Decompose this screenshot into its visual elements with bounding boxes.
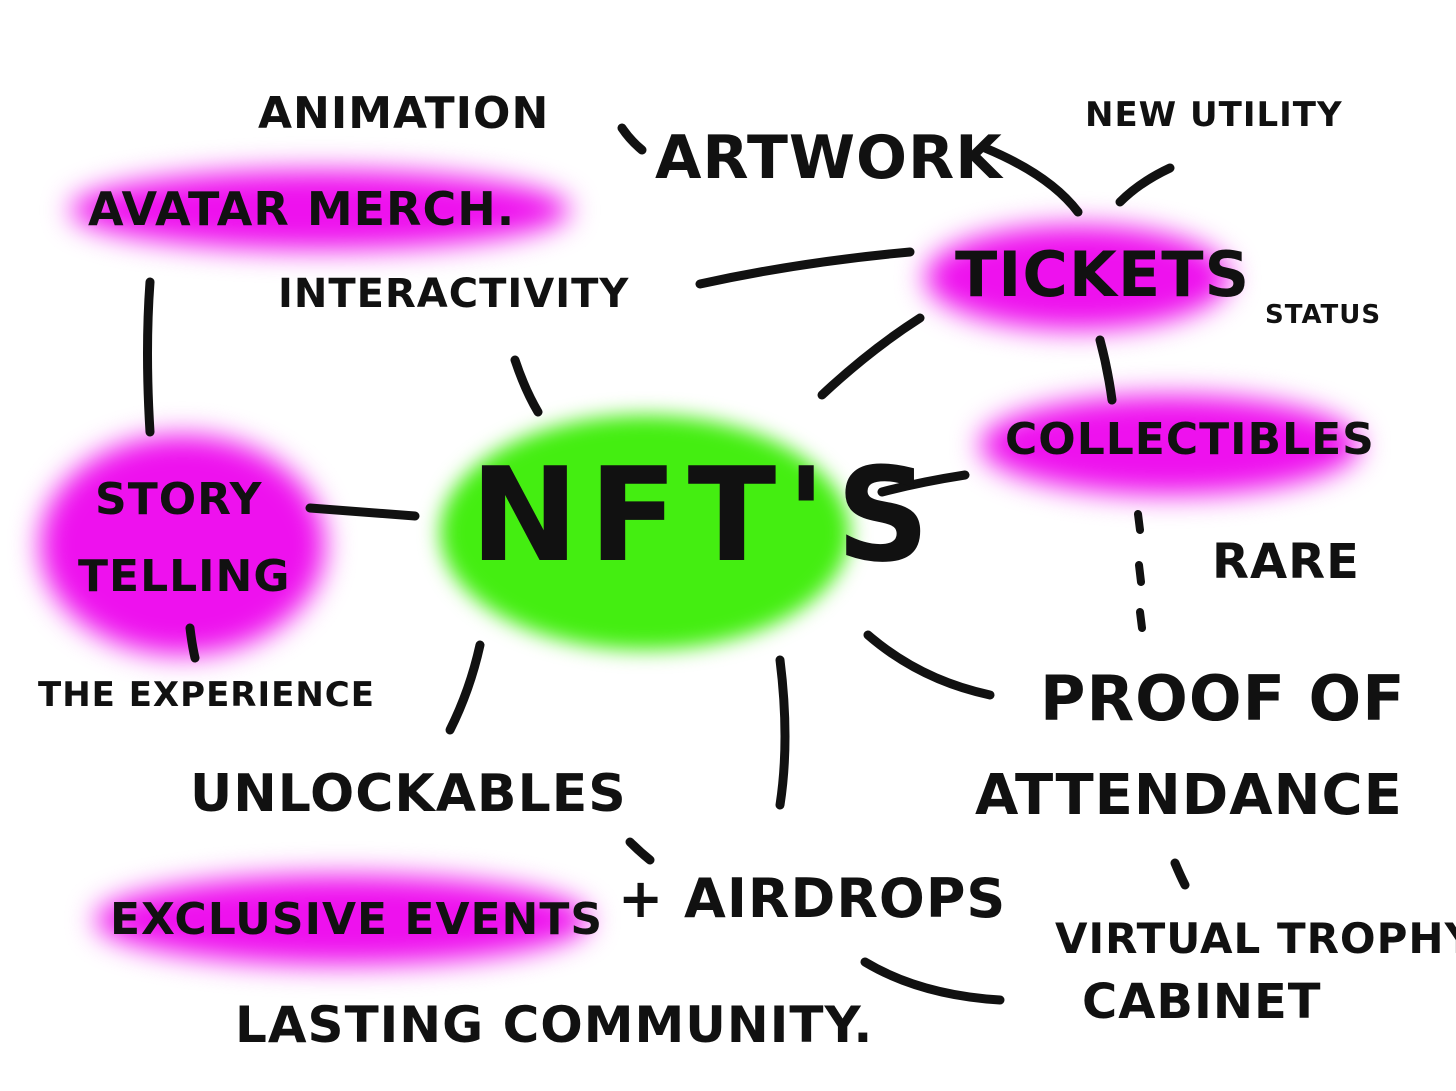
- center-node-nfts: NFT'S: [470, 439, 940, 591]
- node-exclusive-events: EXCLUSIVE EVENTS: [110, 894, 604, 945]
- storytelling-highlight: [40, 435, 325, 655]
- node-collectibles: COLLECTIBLES: [1005, 414, 1375, 465]
- node-virtual-trophy: VIRTUAL TROPHY: [1055, 914, 1456, 963]
- node-animation: ANIMATION: [258, 88, 550, 139]
- node-airdrops: + AIRDROPS: [618, 867, 1007, 930]
- node-attendance: ATTENDANCE: [975, 763, 1403, 828]
- connector-proof-trophy: [1170, 858, 1190, 890]
- connector-airdrops-trophy: [860, 957, 1005, 1005]
- avatar-merch-highlight: [70, 170, 570, 250]
- connector-storytelling-center: [305, 503, 420, 521]
- connector-collectibles-proof-dashed: [1134, 510, 1146, 632]
- node-interactivity: INTERACTIVITY: [278, 271, 630, 317]
- connector-animation-artwork: [617, 123, 647, 155]
- node-status: STATUS: [1265, 300, 1382, 330]
- node-avatar-merch: AVATAR MERCH.: [88, 182, 516, 236]
- node-cabinet: CABINET: [1082, 974, 1322, 1030]
- connector-newutility-tickets: [1115, 163, 1175, 207]
- connector-interactivity-center: [510, 355, 543, 417]
- connector-tickets-collectibles: [1095, 335, 1117, 405]
- node-artwork: ARTWORK: [655, 123, 1003, 193]
- node-tickets: TICKETS: [955, 238, 1251, 311]
- connector-storytelling-experience: [185, 623, 200, 663]
- connector-artwork-tickets: [980, 143, 1083, 217]
- connector-center-proof: [863, 630, 995, 700]
- node-rare: RARE: [1212, 534, 1360, 590]
- node-proof-of: PROOF OF: [1040, 662, 1406, 735]
- node-unlockables: UNLOCKABLES: [190, 764, 627, 824]
- node-telling: TELLING: [78, 551, 291, 602]
- connector-center-collectibles: [877, 470, 970, 497]
- node-story: STORY: [95, 474, 263, 525]
- tickets-highlight: [925, 225, 1230, 330]
- node-lasting-community: LASTING COMMUNITY.: [235, 996, 874, 1054]
- connector-interactivity-tickets: [695, 247, 915, 289]
- exclusive-events-highlight: [95, 875, 590, 965]
- connector-center-tickets: [817, 313, 925, 400]
- node-the-experience: THE EXPERIENCE: [38, 675, 375, 715]
- node-new-utility: NEW UTILITY: [1085, 95, 1343, 135]
- connector-center-airdrops: [775, 655, 790, 810]
- connector-avatarmerch-storytelling: [143, 277, 155, 437]
- collectibles-highlight: [980, 395, 1360, 495]
- connector-unlockables-airdrops: [625, 837, 655, 865]
- center-highlight: [440, 415, 850, 650]
- connector-center-unlockables: [445, 640, 485, 735]
